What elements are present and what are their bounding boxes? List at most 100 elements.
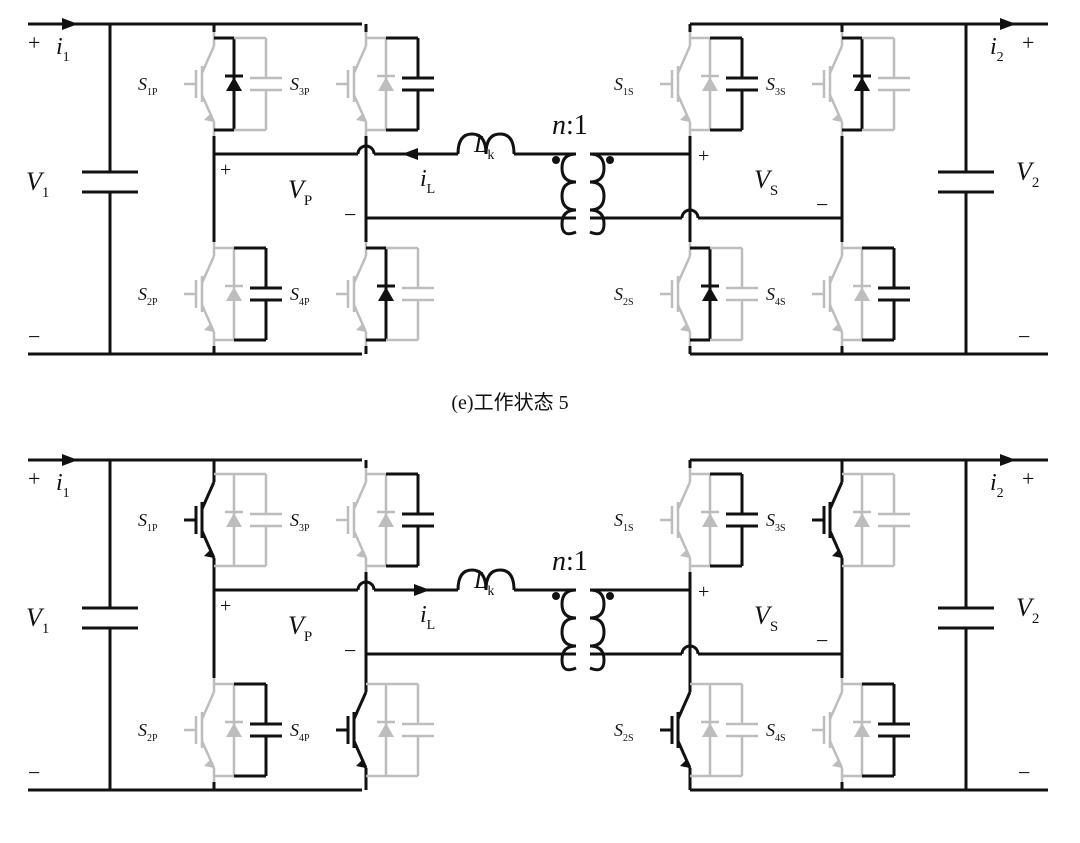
collector-lead — [352, 255, 368, 284]
plus-sign: + — [28, 30, 40, 55]
emitter-lead — [828, 740, 844, 769]
label-lk: Lk — [473, 132, 494, 163]
emitter-lead — [352, 94, 368, 123]
switch-2s: S2S — [614, 242, 758, 346]
minus-sign: − — [816, 628, 828, 653]
switch-label: S4P — [290, 284, 310, 308]
switch-4s: S4S — [766, 678, 910, 782]
collector-lead — [828, 255, 844, 284]
emitter-arrow — [356, 324, 366, 332]
current-arrow-i2 — [1000, 18, 1016, 30]
switch-1s: S1S — [614, 468, 758, 572]
emitter-arrow — [204, 760, 214, 768]
collector-lead — [828, 691, 844, 720]
switch-label: S2S — [614, 284, 634, 308]
emitter-arrow — [832, 760, 842, 768]
switch-label: S2P — [138, 284, 158, 308]
current-arrow-i1 — [62, 18, 78, 30]
collector-lead — [352, 691, 368, 720]
diode-icon — [378, 77, 394, 91]
emitter-lead — [828, 94, 844, 123]
switch-label: S4S — [766, 284, 786, 308]
diode-icon — [226, 77, 242, 91]
label-v2: V2 — [1016, 157, 1039, 191]
emitter-lead — [200, 304, 216, 333]
switch-2p: S2P — [138, 242, 282, 346]
switch-label: S2S — [614, 720, 634, 744]
wire-crossover — [356, 144, 376, 155]
minus-sign: − — [344, 202, 356, 227]
switch-4p: S4P — [290, 678, 434, 782]
plus-sign: + — [28, 466, 40, 491]
collector-lead — [200, 45, 216, 74]
polarity-dot — [552, 156, 560, 164]
plus-sign: + — [698, 581, 709, 603]
switch-2p: S2P — [138, 678, 282, 782]
switch-1p: S1P — [138, 468, 282, 572]
emitter-arrow — [204, 550, 214, 558]
emitter-lead — [200, 94, 216, 123]
diode-icon — [378, 513, 394, 527]
diode-icon — [854, 77, 870, 91]
switch-2s: S2S — [614, 678, 758, 782]
current-arrow-i2 — [1000, 454, 1016, 466]
label-vp: VP — [288, 175, 312, 209]
emitter-lead — [828, 530, 844, 559]
switch-3p: S3P — [290, 32, 434, 136]
label-lk: Lk — [473, 568, 494, 599]
emitter-arrow — [832, 324, 842, 332]
emitter-arrow — [204, 324, 214, 332]
collector-lead — [828, 481, 844, 510]
switch-label: S2P — [138, 720, 158, 744]
switch-4s: S4S — [766, 242, 910, 346]
emitter-lead — [200, 530, 216, 559]
emitter-arrow — [832, 550, 842, 558]
collector-lead — [676, 255, 692, 284]
diode-icon — [226, 287, 242, 301]
emitter-arrow — [680, 114, 690, 122]
label-v2: V2 — [1016, 593, 1039, 627]
emitter-lead — [676, 94, 692, 123]
emitter-lead — [676, 530, 692, 559]
plus-sign: + — [1022, 30, 1034, 55]
polarity-dot — [606, 156, 614, 164]
emitter-lead — [676, 304, 692, 333]
wire-crossover — [680, 208, 700, 219]
switch-3s: S3S — [766, 32, 910, 136]
collector-lead — [828, 45, 844, 74]
switch-label: S1P — [138, 74, 158, 98]
emitter-lead — [676, 740, 692, 769]
diode-icon — [378, 723, 394, 737]
diode-icon — [226, 723, 242, 737]
emitter-arrow — [356, 550, 366, 558]
diode-icon — [378, 287, 394, 301]
minus-sign: − — [1018, 324, 1030, 349]
minus-sign: − — [28, 324, 40, 349]
current-arrow-il — [414, 584, 430, 596]
collector-lead — [676, 45, 692, 74]
label-il: iL — [420, 602, 435, 633]
collector-lead — [200, 481, 216, 510]
inductor-lk — [456, 568, 516, 591]
switch-label: S3P — [290, 74, 310, 98]
turns-ratio: n:1 — [552, 110, 588, 141]
switch-3s: S3S — [766, 468, 910, 572]
diode-icon — [226, 513, 242, 527]
wire-crossover — [680, 644, 700, 655]
emitter-lead — [200, 740, 216, 769]
plus-sign: + — [1022, 466, 1034, 491]
switch-label: S3P — [290, 510, 310, 534]
diode-icon — [702, 723, 718, 737]
collector-lead — [352, 481, 368, 510]
label-i1: i1 — [56, 34, 70, 65]
plus-sign: + — [220, 159, 231, 181]
collector-lead — [676, 691, 692, 720]
switch-4p: S4P — [290, 242, 434, 346]
label-i1: i1 — [56, 470, 70, 501]
label-i2: i2 — [990, 470, 1004, 501]
minus-sign: − — [344, 638, 356, 663]
switch-1p: S1P — [138, 32, 282, 136]
